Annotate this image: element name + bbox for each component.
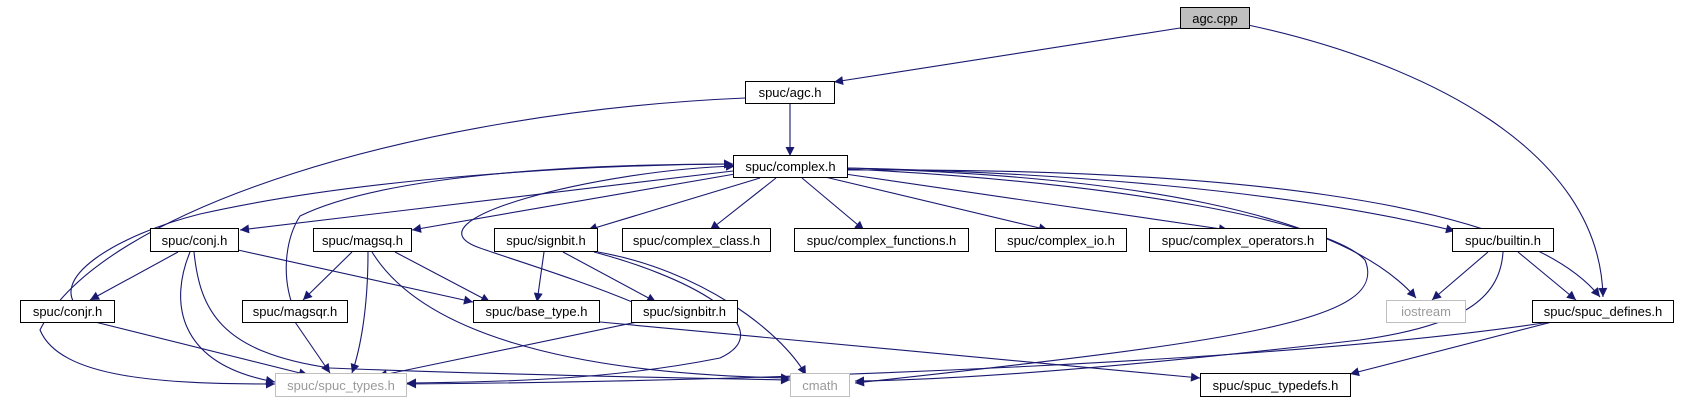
node-spuc-spuc-typedefs-h[interactable]: spuc/spuc_typedefs.h: [1200, 373, 1351, 397]
edge-agc-cpp-to-agc-h: [833, 27, 1181, 86]
edge-magsqr-h-to-spuc-types-h: [294, 321, 331, 374]
node-agc-cpp: agc.cpp: [1180, 7, 1250, 29]
edge-conj-h-to-spuc-types-h: [180, 251, 276, 385]
edge-magsq-h-to-cmath: [371, 251, 791, 383]
node-spuc-agc-h[interactable]: spuc/agc.h: [745, 81, 835, 104]
node-spuc-complex-functions-h[interactable]: spuc/complex_functions.h: [794, 228, 969, 252]
node-spuc-complex-class-h[interactable]: spuc/complex_class.h: [622, 228, 771, 252]
edge-complex-h-to-complex-functions-h: [801, 177, 865, 231]
edge-conj-h-to-cmath: [193, 251, 791, 385]
edge-builtin-h-to-iostream: [1431, 251, 1489, 301]
edge-conjr-h-to-spuc-types-h: [94, 321, 309, 378]
edge-signbitr-h-to-spuc-types-h: [377, 321, 638, 379]
edge-signbit-h-to-base-type-h: [533, 251, 545, 303]
node-spuc-conjr-h[interactable]: spuc/conjr.h: [20, 300, 115, 323]
node-iostream: iostream: [1386, 300, 1466, 323]
edge-signbit-h-to-spuc-types-h: [406, 251, 742, 388]
edge-spuc-defines-h-to-spuc-typedefs-h: [1349, 321, 1553, 377]
edge-complex-h-to-complex-io-h: [824, 176, 1049, 233]
edge-base-type-h-to-spuc-typedefs-h: [599, 321, 1201, 382]
edge-magsq-h-to-magsqr-h: [302, 251, 353, 301]
node-spuc-spuc-defines-h[interactable]: spuc/spuc_defines.h: [1532, 300, 1674, 323]
node-cmath: cmath: [790, 373, 850, 397]
edge-conj-h-to-base-type-h: [237, 249, 474, 305]
node-spuc-signbitr-h[interactable]: spuc/signbitr.h: [631, 300, 738, 323]
node-spuc-complex-h[interactable]: spuc/complex.h: [733, 155, 848, 178]
edge-agc-cpp-to-spuc-defines-h: [1247, 24, 1608, 298]
edge-signbitr-h-to-complex-h: [461, 161, 736, 305]
edge-builtin-h-to-spuc-defines-h: [1517, 251, 1577, 301]
edge-complex-h-to-spuc-defines-h: [847, 169, 1601, 298]
edge-signbit-h-to-signbitr-h: [562, 251, 657, 303]
edge-conjr-h-to-complex-h: [70, 159, 734, 313]
node-spuc-base-type-h[interactable]: spuc/base_type.h: [473, 300, 600, 323]
node-spuc-conj-h[interactable]: spuc/conj.h: [150, 228, 239, 252]
edge-complex-h-to-magsq-h: [411, 173, 736, 233]
edge-agc-h-to-spuc-types-h: [39, 97, 746, 389]
edge-builtin-h-to-cmath: [854, 251, 1504, 386]
node-spuc-spuc-types-h: spuc/spuc_types.h: [275, 373, 407, 397]
edge-spuc-defines-h-to-spuc-types-h: [406, 321, 1551, 389]
node-spuc-magsqr-h[interactable]: spuc/magsqr.h: [242, 300, 348, 323]
edge-magsqr-h-to-complex-h: [285, 159, 734, 313]
edge-magsq-h-to-base-type-h: [394, 251, 491, 303]
node-spuc-magsq-h[interactable]: spuc/magsq.h: [313, 228, 412, 252]
edge-complex-h-to-complex-operators-h: [844, 173, 1229, 234]
edge-magsq-h-to-spuc-types-h: [350, 251, 369, 374]
edge-complex-h-to-conj-h: [239, 170, 734, 234]
edge-complex-h-to-complex-class-h: [709, 177, 777, 231]
edge-complex-h-to-signbit-h: [587, 177, 761, 232]
edge-conj-h-to-conjr-h: [89, 251, 179, 301]
edge-complex-h-to-iostream: [847, 167, 1417, 299]
node-spuc-complex-io-h[interactable]: spuc/complex_io.h: [995, 228, 1127, 252]
node-spuc-signbit-h[interactable]: spuc/signbit.h: [494, 228, 598, 252]
node-spuc-builtin-h[interactable]: spuc/builtin.h: [1452, 228, 1554, 252]
edge-complex-h-to-cmath: [847, 168, 1369, 387]
node-spuc-complex-operators-h[interactable]: spuc/complex_operators.h: [1149, 228, 1327, 252]
